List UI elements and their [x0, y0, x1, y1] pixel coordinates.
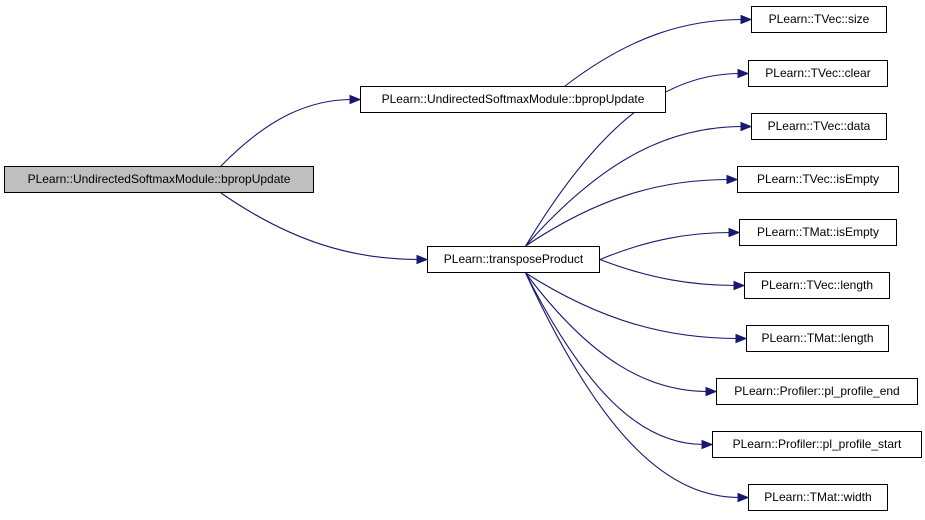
arrowhead-tvec_length [733, 280, 746, 291]
arrowhead-tvec_data [740, 121, 753, 132]
edge-transposeProduct-to-profile_start [525, 272, 705, 446]
node-bpropupdate-callee[interactable]: PLearn::UndirectedSoftmaxModule::bpropUp… [360, 86, 666, 113]
edge-transposeProduct-to-tvec_data [525, 125, 744, 247]
node-profiler-pl-profile-end[interactable]: PLearn::Profiler::pl_profile_end [716, 378, 918, 405]
node-label: PLearn::TVec::isEmpty [756, 172, 880, 186]
arrowhead-tmat_width [737, 492, 750, 503]
arrowhead-profile_end [705, 386, 718, 397]
edge-bprop2-to-tvec_size [564, 18, 744, 87]
edge-transposeProduct-to-tvec_length [599, 258, 737, 287]
edge-root-to-transposeProduct [220, 192, 420, 261]
node-label: PLearn::TVec::size [768, 12, 870, 26]
node-label: PLearn::TVec::length [760, 278, 874, 292]
edge-transposeProduct-to-tvec_isEmpty [525, 178, 730, 247]
node-label: PLearn::Profiler::pl_profile_start [732, 437, 902, 451]
node-tmat-isempty[interactable]: PLearn::TMat::isEmpty [739, 219, 897, 246]
edge-transposeProduct-to-profile_end [525, 272, 709, 393]
node-tvec-isempty[interactable]: PLearn::TVec::isEmpty [737, 166, 899, 193]
edge-root-to-bprop2 [220, 98, 353, 167]
node-label: PLearn::TVec::data [767, 119, 871, 133]
arrowhead-bprop2 [349, 94, 362, 105]
arrowhead-tvec_clear [737, 68, 750, 79]
node-label: PLearn::UndirectedSoftmaxModule::bpropUp… [381, 92, 645, 106]
node-label: PLearn::TMat::length [761, 331, 874, 345]
arrowhead-tvec_size [740, 14, 753, 25]
edge-transposeProduct-to-tmat_width [525, 272, 741, 499]
node-tvec-length[interactable]: PLearn::TVec::length [744, 272, 890, 299]
edge-transposeProduct-to-tmat_length [525, 272, 739, 340]
arrowhead-tvec_isEmpty [726, 174, 739, 185]
edge-transposeProduct-to-tmat_isEmpty [599, 231, 732, 261]
node-label: PLearn::Profiler::pl_profile_end [734, 384, 900, 398]
node-label: PLearn::TMat::isEmpty [756, 225, 880, 239]
node-tvec-clear[interactable]: PLearn::TVec::clear [748, 60, 888, 87]
arrowhead-profile_start [701, 439, 714, 450]
node-profiler-pl-profile-start[interactable]: PLearn::Profiler::pl_profile_start [712, 431, 922, 458]
node-transposeproduct[interactable]: PLearn::transposeProduct [427, 246, 600, 273]
node-label: PLearn::transposeProduct [443, 252, 584, 266]
arrowhead-tmat_length [735, 333, 748, 344]
arrowhead-transposeProduct [416, 254, 429, 265]
node-root-bpropupdate[interactable]: PLearn::UndirectedSoftmaxModule::bpropUp… [4, 166, 314, 193]
node-tvec-data[interactable]: PLearn::TVec::data [751, 113, 887, 140]
arrowhead-tmat_isEmpty [728, 227, 741, 238]
node-label: PLearn::UndirectedSoftmaxModule::bpropUp… [27, 172, 291, 186]
node-tvec-size[interactable]: PLearn::TVec::size [751, 6, 887, 33]
node-label: PLearn::TMat::width [764, 490, 872, 504]
node-label: PLearn::TVec::clear [765, 66, 871, 80]
node-tmat-length[interactable]: PLearn::TMat::length [746, 325, 889, 352]
node-tmat-width[interactable]: PLearn::TMat::width [748, 484, 888, 511]
